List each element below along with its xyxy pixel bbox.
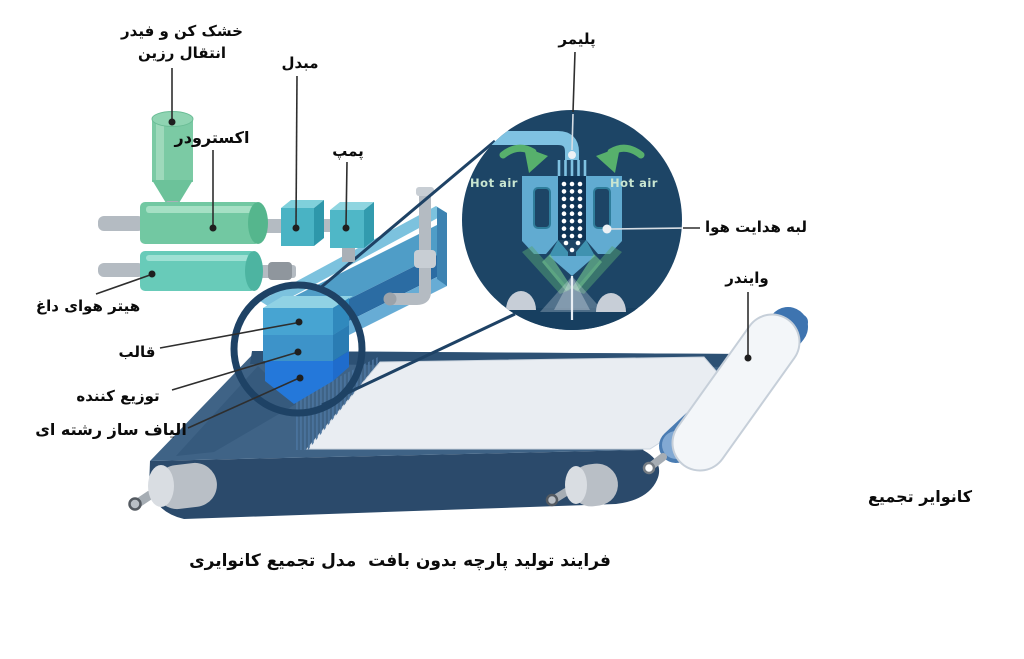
polymer-beads xyxy=(561,181,583,253)
exchanger-cube xyxy=(281,200,324,246)
right-roller xyxy=(545,463,618,507)
winder-assembly xyxy=(642,307,808,475)
leader-polymer-inner xyxy=(571,113,574,151)
leader-polymer xyxy=(572,51,576,113)
label-pump: پمپ xyxy=(332,142,364,160)
hot-air-arrow-left xyxy=(499,144,548,173)
label-dryer-feeder: خشک کن و فیدر انتقال رزین xyxy=(107,20,257,64)
conveyor-front-face xyxy=(149,450,660,519)
label-exchanger: مبدل xyxy=(281,54,319,72)
callout-line-bottom xyxy=(321,312,516,407)
label-distributor: توزیع کننده xyxy=(76,387,160,405)
leader-die xyxy=(159,322,297,349)
label-winder: وایندر xyxy=(725,269,769,287)
label-polymer: پلیمر xyxy=(558,30,596,48)
leader-distributor xyxy=(171,352,296,391)
label-collection-conveyor: کانوایر تجمیع xyxy=(867,487,973,506)
leader-exchanger xyxy=(295,75,298,227)
label-dryer-feeder-line2: انتقال رزین xyxy=(138,44,226,62)
hot-air-label-right: Hot air xyxy=(610,176,658,190)
die-layer1-top xyxy=(263,296,353,308)
collector-dome-right xyxy=(596,293,626,312)
winder-roll xyxy=(673,315,799,470)
heater-cylinder xyxy=(98,251,296,291)
hot-air-arrow-right xyxy=(596,144,645,173)
extruder-cylinder xyxy=(98,202,286,244)
callout-line-top xyxy=(318,139,496,291)
leader-heater xyxy=(95,274,151,295)
magnifier-ring xyxy=(230,281,366,417)
conveyor-shadow xyxy=(176,366,296,456)
polymer-dot xyxy=(568,151,576,159)
die-layer3 xyxy=(265,361,333,404)
hot-air-label-left: Hot air xyxy=(470,176,518,190)
leader-airguide-inner xyxy=(610,227,682,230)
label-hot-air-heater: هیتر هوای داغ xyxy=(35,297,141,315)
leader-dots xyxy=(148,118,752,382)
airguide-dot xyxy=(602,224,612,234)
label-extruder: اکسترودر xyxy=(174,128,250,147)
label-air-guide-edge: لبه هدایت هوا xyxy=(705,218,807,236)
pipes xyxy=(383,187,436,306)
leader-lines xyxy=(95,51,749,429)
collector-dome-left xyxy=(506,291,536,310)
inset-circle: Hot air Hot air xyxy=(462,110,682,330)
leader-pump xyxy=(345,161,348,227)
label-dryer-feeder-line1: خشک کن و فیدر xyxy=(121,22,243,40)
diagram-caption: فرایند تولید پارچه بدون بافت مدل تجمیع ک… xyxy=(189,551,611,571)
pipe-comb xyxy=(557,160,587,178)
label-die: قالب xyxy=(118,343,156,361)
left-roller xyxy=(128,462,217,511)
hot-air-glow xyxy=(522,246,622,294)
leader-fiber xyxy=(187,378,298,429)
die-layer2 xyxy=(263,335,333,361)
label-filament-fiber-maker: الیاف ساز رشته ای xyxy=(35,420,187,439)
